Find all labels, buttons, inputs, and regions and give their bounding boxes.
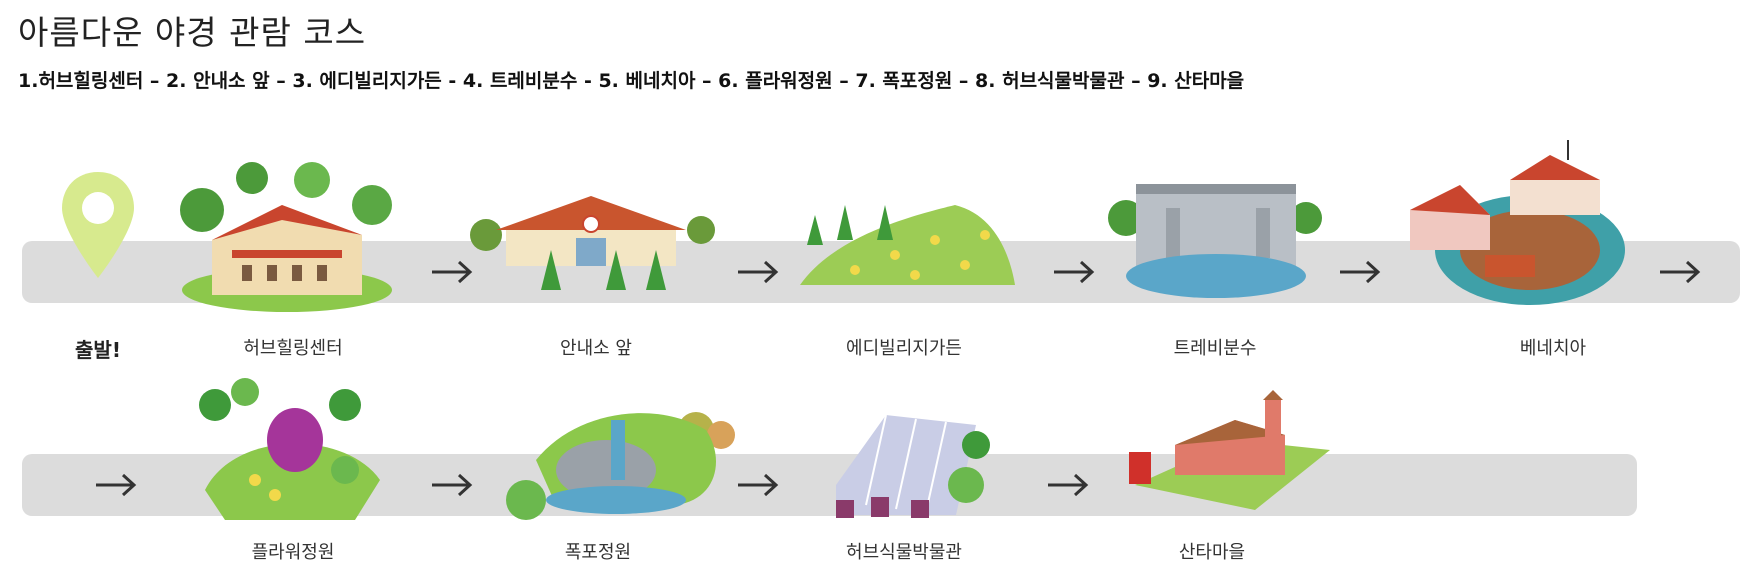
arrow-right-icon <box>1054 260 1095 284</box>
arrow-right-icon <box>738 473 779 497</box>
stop-label-waterfall-garden: 폭포정원 <box>564 542 632 563</box>
santa-village-illustration <box>1129 390 1330 510</box>
arrow-right-icon <box>432 473 473 497</box>
stop-label-flower-garden: 플라워정원 <box>251 542 335 563</box>
arrow-right-icon <box>1660 260 1701 284</box>
stop-label-info-center: 안내소 앞 <box>560 338 632 359</box>
stop-label-herb-healing-center: 허브힐링센터 <box>243 338 343 359</box>
venezia-illustration <box>1410 140 1625 305</box>
stop-label-venezia: 베네치아 <box>1519 338 1587 359</box>
arrow-right-icon <box>1048 473 1089 497</box>
trevi-fountain-illustration <box>1108 184 1322 298</box>
herb-healing-center-illustration <box>180 162 392 312</box>
start-pin-icon <box>62 172 134 278</box>
stop-label-edi-village-garden: 에디빌리지가든 <box>846 338 962 359</box>
stop-label-trevi-fountain: 트레비분수 <box>1173 338 1257 359</box>
arrow-right-icon <box>96 473 137 497</box>
course-route-summary: 1.허브힐링센터 – 2. 안내소 앞 – 3. 에디빌리지가든 - 4. 트레… <box>18 70 1245 92</box>
arrow-right-icon <box>432 260 473 284</box>
stop-label-herb-plant-museum: 허브식물박물관 <box>846 542 962 563</box>
herb-plant-museum-illustration <box>836 414 990 518</box>
start-label: 출발! <box>75 338 121 362</box>
waterfall-garden-illustration <box>506 412 735 520</box>
arrow-right-icon <box>1340 260 1381 284</box>
page-title: 아름다운 야경 관람 코스 <box>18 13 367 52</box>
stop-label-santa-village: 산타마을 <box>1178 542 1246 563</box>
info-center-illustration <box>470 196 715 290</box>
flower-garden-illustration <box>199 378 380 520</box>
arrow-right-icon <box>738 260 779 284</box>
edi-village-garden-illustration <box>800 205 1015 285</box>
